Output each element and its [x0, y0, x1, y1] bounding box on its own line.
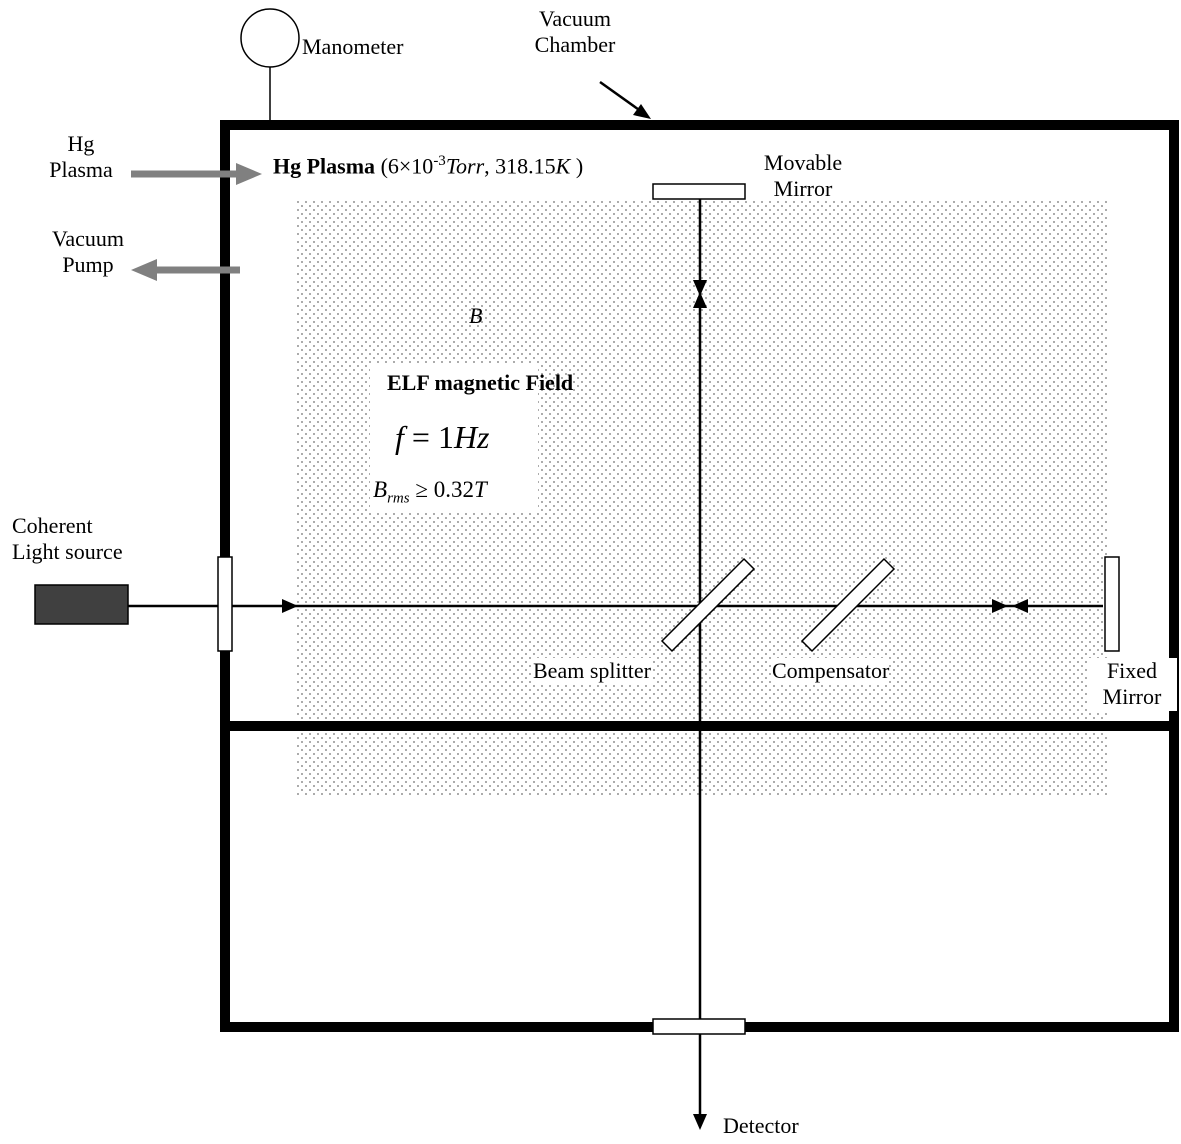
manometer-gauge-icon	[240, 8, 300, 68]
frequency-equation: f = 1Hz	[395, 418, 490, 456]
movable-mirror-label-line1: Movable	[763, 150, 843, 175]
beam-arrow-left-icon	[1012, 599, 1028, 613]
pressure-unit: Torr	[445, 153, 485, 179]
detector-arrow-icon	[693, 1114, 707, 1130]
condition-open-paren: (	[380, 153, 388, 179]
detector-window	[652, 1018, 746, 1035]
input-beam-arrow-icon	[282, 599, 298, 613]
field-symbol: B	[469, 303, 483, 328]
movable-mirror-label-line2: Mirror	[773, 176, 833, 202]
brms-symbol: B	[373, 477, 388, 502]
vacuum-chamber-label: Vacuum Chamber	[515, 6, 635, 59]
elf-field-label-backdrop	[370, 363, 538, 511]
vacuum-pump-label: Vacuum Pump	[40, 226, 136, 279]
pressure-exponent: -3	[433, 153, 446, 169]
vacuum-chamber-pointer	[599, 80, 643, 114]
fixed-mirror	[1104, 556, 1120, 652]
compensator-plate	[800, 557, 896, 653]
vacuum-pump-label-line1: Vacuum	[51, 226, 125, 251]
hg-plasma-inlet-label-line2: Plasma	[49, 157, 113, 183]
hg-plasma-inlet-label: Hg Plasma	[33, 131, 129, 184]
condition-close-paren: )	[575, 153, 584, 179]
entrance-window	[217, 556, 233, 652]
compensator-label: Compensator	[772, 658, 890, 685]
coherent-light-source-label-line2: Light source	[12, 539, 123, 565]
vacuum-chamber-label-line1: Vacuum	[538, 6, 612, 31]
condition-separator: ,	[484, 153, 496, 179]
pressure-mantissa: 6×10	[387, 153, 434, 179]
brms-unit: T	[473, 477, 487, 502]
fixed-mirror-label-line2: Mirror	[1087, 684, 1177, 711]
coherent-light-source-label-line1: Coherent	[12, 513, 93, 538]
elf-field-title: ELF magnetic Field	[387, 370, 574, 395]
coherent-light-source-box	[34, 584, 129, 625]
brms-subscript: rms	[387, 490, 410, 507]
beam-splitter-label: Beam splitter	[533, 658, 651, 685]
fixed-mirror-label-line1: Fixed	[1087, 658, 1177, 685]
frequency-unit: Hz	[453, 419, 490, 455]
beam-arrow-down-icon	[693, 280, 707, 296]
beam-arrow-right-icon	[992, 599, 1008, 613]
vacuum-pump-label-line2: Pump	[62, 252, 114, 278]
hg-plasma-conditions-label: Hg Plasma (6×10-3Torr, 318.15K )	[273, 152, 583, 180]
beam-arrow-up-icon	[693, 292, 707, 308]
vacuum-pump-arrow-head-icon	[131, 259, 157, 281]
vacuum-chamber-label-line2: Chamber	[534, 32, 616, 58]
fixed-mirror-label: Fixed Mirror	[1087, 658, 1177, 711]
beam-splitter	[660, 557, 756, 653]
movable-mirror-label: Movable Mirror	[743, 150, 863, 203]
brms-relation: ≥ 0.32	[415, 477, 474, 502]
manometer-label: Manometer	[302, 34, 404, 59]
temperature-value: 318.15	[495, 153, 556, 179]
frequency-symbol: f	[395, 419, 404, 455]
brms-inequality: Brms ≥ 0.32T	[373, 476, 487, 508]
coherent-light-source-label: Coherent Light source	[12, 513, 123, 566]
hg-plasma-inlet-arrow-head-icon	[236, 163, 262, 185]
detector-label: Detector	[723, 1113, 799, 1138]
frequency-equals: = 1	[411, 419, 454, 455]
movable-mirror	[652, 183, 746, 200]
vacuum-chamber-pointer-head-icon	[633, 104, 651, 119]
temperature-unit: K	[555, 153, 571, 179]
hg-plasma-title: Hg Plasma	[273, 153, 376, 179]
hg-plasma-inlet-label-line1: Hg	[67, 131, 95, 156]
